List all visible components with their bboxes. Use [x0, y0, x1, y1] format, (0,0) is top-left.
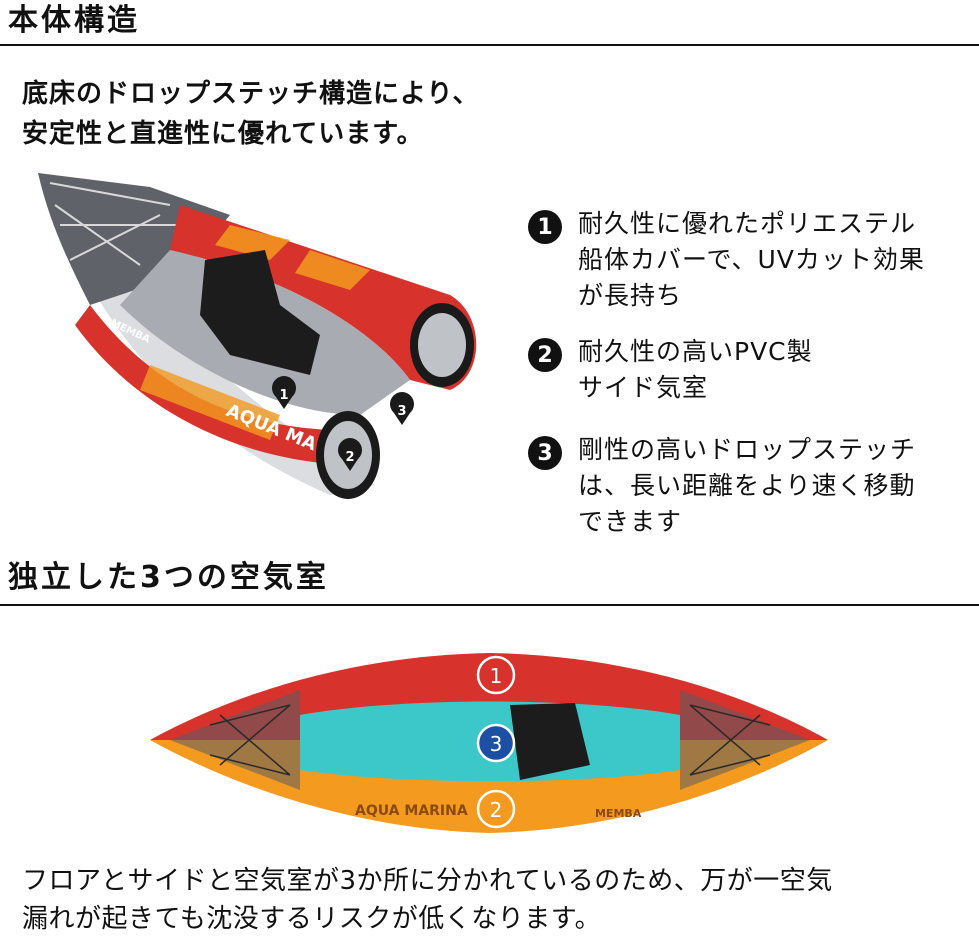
outro-line-1: フロアとサイドと空気室が3か所に分かれているのため、万が一空気	[22, 866, 833, 896]
intro-line-2: 安定性と直進性に優れています。	[22, 119, 424, 149]
kayak-seat	[200, 250, 320, 375]
feature-item-1: 1 耐久性に優れたポリエステル 船体カバーで、UVカット効果 が長持ち	[528, 206, 925, 314]
marker-2: 2	[338, 438, 362, 471]
kayak-chamber-diagram: AQUA MARINA MEMBA 1 3 2	[150, 653, 828, 833]
section-heading-structure: 本体構造	[8, 3, 140, 38]
chamber-label-2: 2	[476, 789, 516, 829]
kayak-angle-illustration: AQUA MA MEMBA 1 3 2	[38, 173, 477, 499]
heading-divider	[0, 604, 979, 606]
feature-text: 耐久性に優れたポリエステル 船体カバーで、UVカット効果 が長持ち	[578, 209, 925, 310]
svg-text:1: 1	[490, 664, 503, 688]
bungee-cords	[209, 704, 771, 776]
svg-text:2: 2	[345, 450, 354, 465]
intro-line-1: 底床のドロップステッチ構造により、	[22, 79, 480, 109]
svg-text:1: 1	[279, 388, 288, 403]
feature-number-badge: 1	[528, 210, 562, 244]
feature-number-badge: 2	[528, 338, 562, 372]
kayak-brand-text: AQUA MARINA	[355, 803, 468, 819]
marker-3: 3	[390, 392, 414, 425]
section-heading-air-chambers: 独立した3つの空気室	[8, 560, 329, 595]
chamber-label-3: 3	[476, 723, 516, 763]
feature-text: 剛性の高いドロップステッチ は、長い距離をより速く移動 できます	[578, 435, 917, 536]
feature-text: 耐久性の高いPVC製 サイド気室	[578, 337, 813, 402]
stern-deck	[680, 690, 810, 790]
feature-item-2: 2 耐久性の高いPVC製 サイド気室	[528, 334, 813, 406]
outro-text: フロアとサイドと空気室が3か所に分かれているのため、万が一空気 漏れが起きても沈…	[22, 862, 833, 938]
hull-stripes	[215, 225, 370, 290]
heading-divider	[0, 44, 979, 46]
svg-text:3: 3	[397, 404, 406, 419]
bow-deck	[170, 690, 300, 790]
feature-number-badge: 3	[528, 436, 562, 470]
chamber-label-1: 1	[476, 655, 516, 695]
marker-1: 1	[272, 376, 296, 409]
svg-text:3: 3	[490, 732, 503, 756]
kayak-seat	[510, 703, 590, 780]
svg-text:2: 2	[490, 798, 503, 822]
outro-line-2: 漏れが起きても沈没するリスクが低くなります。	[22, 904, 602, 934]
bungee-cords	[49, 182, 190, 266]
intro-text: 底床のドロップステッチ構造により、 安定性と直進性に優れています。	[22, 74, 479, 154]
feature-item-3: 3 剛性の高いドロップステッチ は、長い距離をより速く移動 できます	[528, 432, 916, 540]
kayak-model-text: MEMBA	[595, 807, 642, 820]
